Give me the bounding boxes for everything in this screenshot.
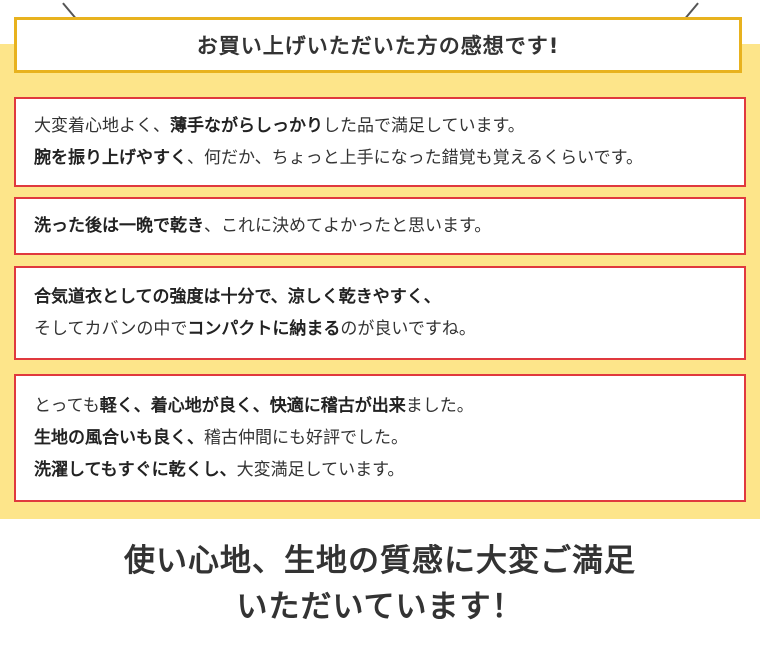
review-text: 、これに決めてよかったと思います。 [204,216,492,236]
review-highlight: コンパクトに納まる [187,319,341,339]
review-line: そしてカバンの中でコンパクトに納まるのが良いですね。 [34,313,726,345]
review-line: 洗った後は一晩で乾き、これに決めてよかったと思います。 [34,210,726,242]
review-highlight: 薄手ながらしっかり [170,116,323,136]
summary-line: 使い心地、生地の質感に大変ご満足 [124,543,636,579]
review-text: した品で満足しています。 [323,116,525,136]
review-text: 稽古仲間にも好評でした。 [204,428,408,448]
review-line: 腕を振り上げやすく、何だか、ちょっと上手になった錯覚も覚えるくらいです。 [34,142,726,174]
review-highlight: 生地の風合いも良く、 [34,428,204,448]
review-card: とっても軽く、着心地が良く、快適に稽古が出来ました。生地の風合いも良く、稽古仲間… [14,374,746,502]
review-highlight: 軽く、着心地が良く、快適に稽古が出来 [99,396,406,416]
review-line: 生地の風合いも良く、稽古仲間にも好評でした。 [34,422,726,454]
review-text: のが良いですね。 [340,319,476,339]
review-line: 大変着心地よく、薄手ながらしっかりした品で満足しています。 [34,110,726,142]
header-banner: お買い上げいただいた方の感想です! [14,17,742,73]
review-highlight: 合気道衣としての強度は十分で、涼しく乾きやすく、 [34,287,441,307]
review-text: 大変満足しています。 [236,460,405,480]
review-line: 洗濯してもすぐに乾くし、大変満足しています。 [34,454,726,486]
review-line: 合気道衣としての強度は十分で、涼しく乾きやすく、 [34,281,726,313]
summary-message: 使い心地、生地の質感に大変ご満足 いただいています！ [0,538,760,630]
summary-line: いただいています！ [236,589,524,625]
review-highlight: 洗濯してもすぐに乾くし、 [34,460,237,480]
review-text: 大変着心地よく、 [34,116,170,136]
review-highlight: 洗った後は一晩で乾き [34,216,204,236]
review-text: とっても [34,396,100,416]
review-card: 洗った後は一晩で乾き、これに決めてよかったと思います。 [14,197,746,255]
header-title: お買い上げいただいた方の感想です! [196,34,560,58]
review-card: 大変着心地よく、薄手ながらしっかりした品で満足しています。腕を振り上げやすく、何… [14,97,746,187]
review-highlight: 腕を振り上げやすく [34,148,187,168]
review-text: 、何だか、ちょっと上手になった錯覚も覚えるくらいです。 [187,148,643,168]
review-card: 合気道衣としての強度は十分で、涼しく乾きやすく、そしてカバンの中でコンパクトに納… [14,266,746,360]
review-text: ました。 [405,396,474,416]
review-text: そしてカバンの中で [34,319,188,339]
review-line: とっても軽く、着心地が良く、快適に稽古が出来ました。 [34,390,726,422]
